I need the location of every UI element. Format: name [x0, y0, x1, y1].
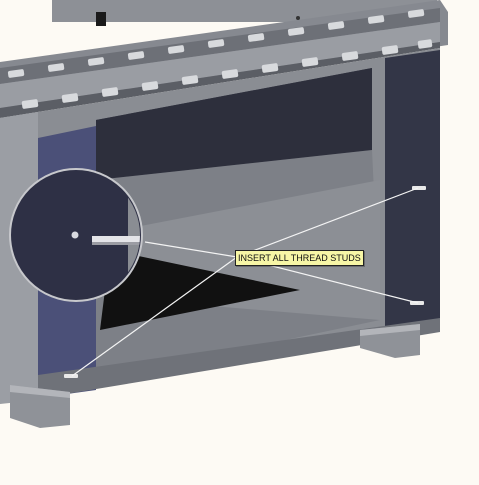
lower-rail-slots: [21, 39, 433, 109]
detail-magnifier: [9, 168, 143, 302]
shadow-wedge: [100, 250, 300, 330]
bottom-rail: [38, 318, 440, 398]
top-rail-slots: [7, 9, 425, 78]
cabinet-feet: [10, 324, 420, 428]
top-frame: [0, 0, 448, 118]
callout-label: INSERT ALL THREAD STUDS: [235, 250, 364, 266]
